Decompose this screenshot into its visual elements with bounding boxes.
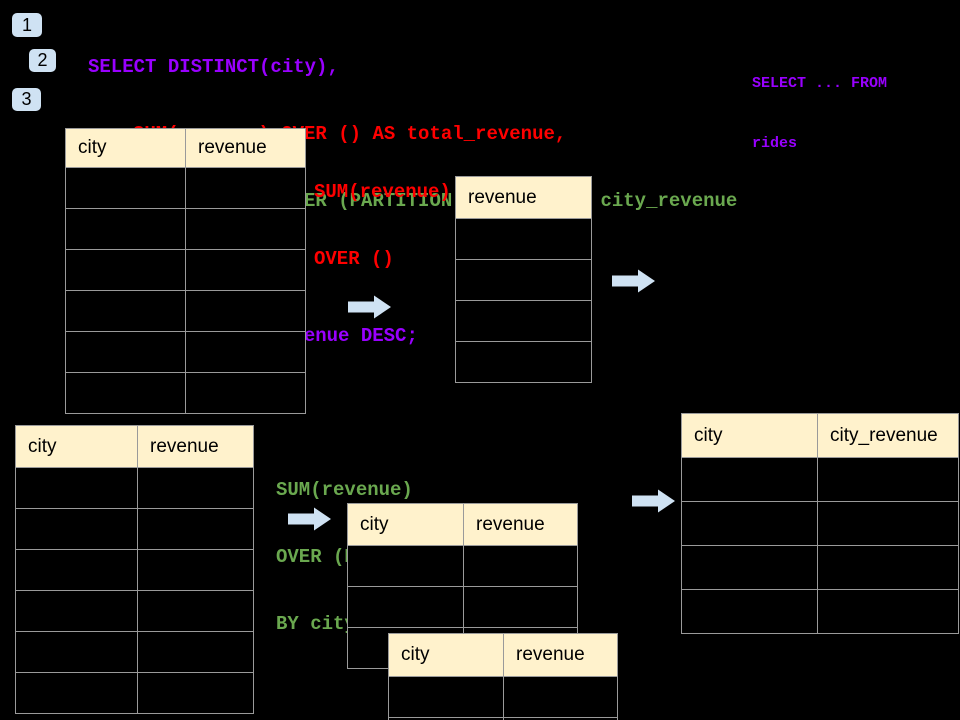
table-cell [137,508,254,550]
table-cell [65,331,186,373]
table-cell [455,300,592,342]
table-cell [681,501,818,546]
note-select-from-rides-line-2: rides [752,135,798,152]
column-header-city-revenue: city_revenue [817,413,959,458]
table-cell [185,372,306,414]
note-select-from-rides-line-1: SELECT ... FROM [752,75,888,92]
table-cell [15,467,138,509]
note-select-from-rides: SELECT ... FROM rides [752,34,887,194]
note-sum-over-partition-line-1: SUM(revenue) [276,478,413,501]
table-cell [463,545,578,587]
table-cell [137,549,254,591]
arrow-right-icon [288,507,331,531]
table-cell [817,457,959,502]
step-badge-3: 3 [12,88,41,111]
table-cell [65,372,186,414]
table-cell [15,549,138,591]
table-cell [503,717,618,720]
column-header-revenue: revenue [503,633,618,677]
note-sum-over-total-line-2: OVER () [314,248,394,271]
table-cell [15,631,138,673]
arrow-right-icon [612,269,655,293]
table-cell [137,631,254,673]
table-cell [681,545,818,590]
table-cell [503,676,618,718]
table-cell [347,545,464,587]
note-sum-over-total-line-1: SUM(revenue) [314,180,451,203]
table-cell [185,167,306,209]
table-source: city revenue [65,128,306,414]
arrow-right-icon [632,489,675,513]
column-header-city: city [15,425,138,468]
column-header-city: city [65,128,186,168]
step-badge-2-label: 2 [37,50,48,70]
step-badge-1: 1 [12,13,42,37]
table-cell [65,290,186,332]
sql-line-1: SELECT DISTINCT(city), [88,55,339,78]
table-cell [185,249,306,291]
table-cell [65,208,186,250]
column-header-revenue: revenue [455,176,592,219]
table-cell [817,545,959,590]
table-cell [455,218,592,260]
column-header-revenue: revenue [463,503,578,546]
table-cell [185,290,306,332]
table-cell [347,586,464,628]
table-cell [681,457,818,502]
column-header-city: city [347,503,464,546]
table-cell [65,167,186,209]
table-cell [137,590,254,632]
table-cell [817,589,959,634]
arrow-right-icon [348,295,391,319]
table-total-revenue: revenue [455,176,592,383]
table-cell [15,672,138,714]
table-cell [15,590,138,632]
table-partition-overlay: city revenue [388,633,618,720]
table-cell [137,467,254,509]
table-cell [185,331,306,373]
table-cell [681,589,818,634]
column-header-city: city [681,413,818,458]
table-cell [817,501,959,546]
table-cell [455,259,592,301]
note-sum-over-total: SUM(revenue) OVER () [314,136,451,315]
table-result: city city_revenue [681,413,959,634]
column-header-city: city [388,633,504,677]
table-cell [455,341,592,383]
table-source-2: city revenue [15,425,254,714]
table-cell [388,676,504,718]
table-cell [463,586,578,628]
table-cell [137,672,254,714]
table-cell [15,508,138,550]
column-header-revenue: revenue [185,128,306,168]
column-header-revenue: revenue [137,425,254,468]
table-cell [185,208,306,250]
step-badge-1-label: 1 [21,14,32,35]
table-cell [65,249,186,291]
step-badge-2: 2 [29,49,56,72]
step-badge-3-label: 3 [21,89,32,109]
